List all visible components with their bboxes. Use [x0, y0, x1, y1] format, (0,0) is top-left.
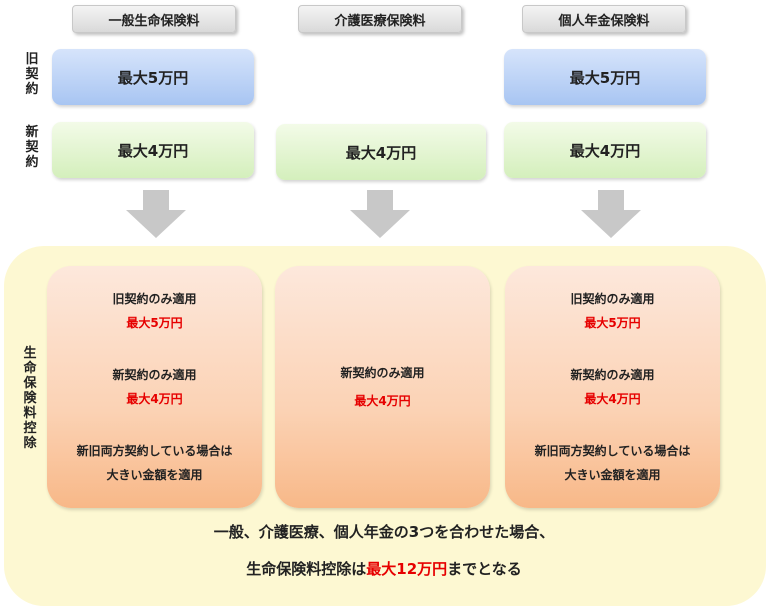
new-only-max: 最大4万円 [126, 392, 183, 406]
old-contract-pension-cell: 最大5万円 [504, 49, 706, 105]
old-only-max: 最大5万円 [126, 316, 183, 330]
header-medical-care: 介護医療保険料 [298, 5, 462, 33]
old-only-label: 旧契約のみ適用 [112, 292, 197, 306]
card-individual-pension: 旧契約のみ適用 最大5万円 新契約のみ適用 最大4万円 新旧両方契約している場合… [505, 266, 720, 508]
summary-line-1: 一般、介護医療、個人年金の3つを合わせた場合、 [213, 523, 555, 541]
both-contracts-label: 新旧両方契約している場合は [76, 444, 233, 458]
row-label-new-contract: 新契約 [25, 125, 39, 170]
new-only-label: 新契約のみ適用 [340, 366, 425, 380]
apply-larger-label: 大きい金額を適用 [106, 468, 203, 482]
new-only-max: 最大4万円 [584, 392, 641, 406]
down-arrow-icon [581, 190, 641, 238]
new-contract-medical-cell: 最大4万円 [276, 124, 486, 180]
down-arrow-icon [126, 190, 186, 238]
deduction-label: 生命保険料控除 [23, 346, 37, 451]
header-individual-pension: 個人年金保険料 [522, 5, 686, 33]
row-label-old-contract: 旧契約 [25, 52, 39, 97]
both-contracts-label: 新旧両方契約している場合は [534, 444, 691, 458]
header-general-life: 一般生命保険料 [72, 5, 236, 33]
new-contract-pension-cell: 最大4万円 [504, 122, 706, 178]
old-only-label: 旧契約のみ適用 [570, 292, 655, 306]
old-only-max: 最大5万円 [584, 316, 641, 330]
apply-larger-label: 大きい金額を適用 [564, 468, 661, 482]
card-medical-care: 新契約のみ適用 最大4万円 [275, 266, 490, 508]
new-only-label: 新契約のみ適用 [570, 368, 655, 382]
down-arrow-icon [350, 190, 410, 238]
new-only-max: 最大4万円 [354, 394, 411, 408]
card-general-life: 旧契約のみ適用 最大5万円 新契約のみ適用 最大4万円 新旧両方契約している場合… [47, 266, 262, 508]
new-contract-general-cell: 最大4万円 [52, 122, 254, 178]
summary-max-highlight: 最大12万円 [366, 560, 448, 578]
summary-line-2: 生命保険料控除は最大12万円までとなる [246, 560, 522, 578]
new-only-label: 新契約のみ適用 [112, 368, 197, 382]
old-contract-general-cell: 最大5万円 [52, 49, 254, 105]
